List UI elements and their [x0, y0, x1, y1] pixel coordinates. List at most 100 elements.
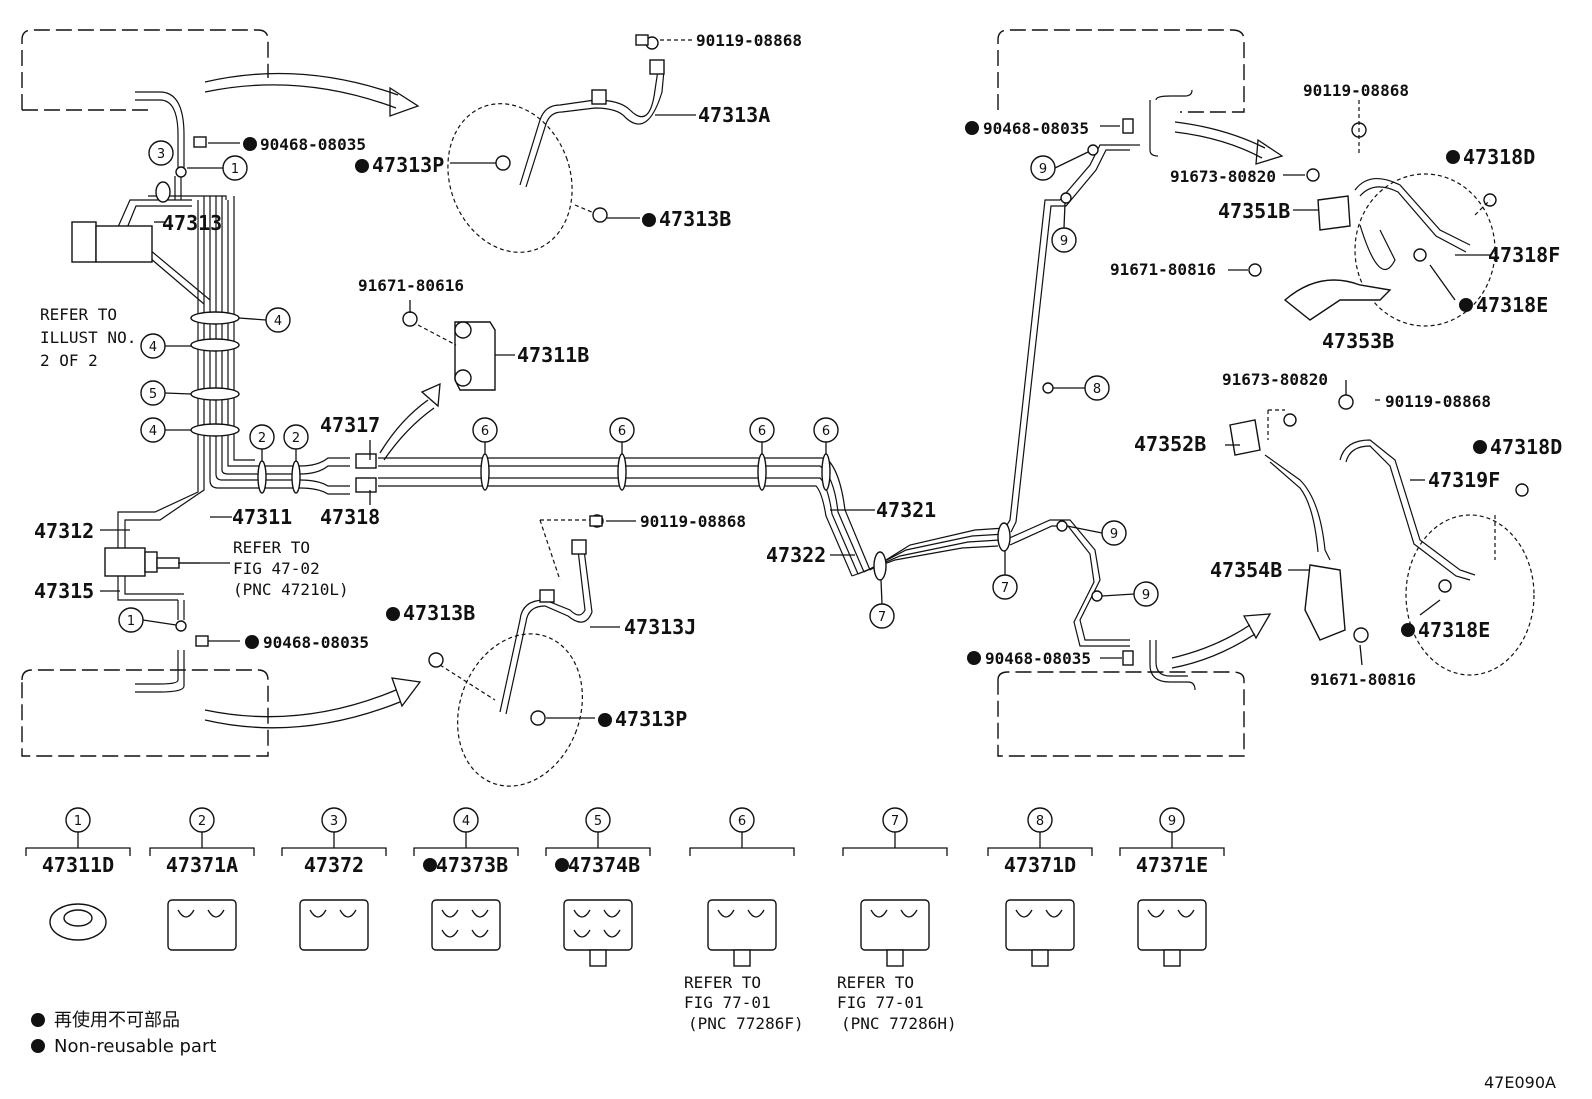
label-47353B: 47353B [1322, 329, 1394, 353]
clamp-number: 2 [198, 814, 206, 829]
svg-text:9: 9 [1060, 234, 1068, 249]
label-47318F: 47318F [1488, 243, 1560, 267]
non-reusable-dot-icon [31, 1039, 45, 1053]
clamp-bracket [689, 847, 795, 856]
label-90119-br: 90119-08868 [1385, 392, 1491, 411]
refer-illust-line2: ILLUST NO. [40, 328, 136, 347]
clamp-parts-row: 147311D247371A347372447373B547374B6REFER… [25, 807, 1225, 1033]
label-90119-mid: 90119-08868 [640, 512, 746, 531]
clamp-number: 3 [330, 814, 338, 829]
legend-line2: Non-reusable part [54, 1036, 216, 1057]
callout-2-a: 2 [249, 424, 275, 450]
callout-9-d: 9 [1133, 581, 1159, 607]
label-47317: 47317 [320, 413, 380, 437]
front-tube-bundle [71, 91, 255, 693]
callout-6-c: 6 [749, 417, 775, 443]
clamp-bracket [1119, 847, 1225, 856]
refer-fig-line2: FIG 47-02 [233, 559, 320, 578]
label-91673-tr: 91673-80820 [1170, 167, 1276, 186]
label-47313: 47313 [162, 211, 222, 235]
callout-1-bot: 1 [118, 607, 144, 633]
clamp-part-number: 47372 [304, 853, 364, 877]
non-reusable-dot-icon [555, 858, 569, 872]
non-reusable-dot-icon [642, 213, 656, 227]
label-47318: 47318 [320, 505, 380, 529]
callout-6-d: 6 [813, 417, 839, 443]
callout-4-c: 4 [140, 417, 166, 443]
clamp-illustration [431, 899, 501, 951]
callout-9-c: 9 [1101, 520, 1127, 546]
non-reusable-dot-icon [355, 159, 369, 173]
clamp-item-8: 8 47371D [987, 807, 1093, 967]
clamp-number: 8 [1036, 814, 1044, 829]
label-47315: 47315 [34, 579, 94, 603]
clamp-illustration [167, 899, 237, 951]
callout-6-b: 6 [609, 417, 635, 443]
clamp-number: 7 [891, 814, 899, 829]
connector-symbols [193, 34, 1134, 666]
label-91671-80616: 91671-80616 [358, 276, 464, 295]
callout-4-a: 4 [265, 307, 291, 333]
refer-fig-line1: REFER TO [233, 538, 310, 557]
main-tubes [255, 89, 1196, 691]
non-reusable-dot-icon [423, 858, 437, 872]
legend: 再使用不可部品 Non-reusable part [31, 1010, 216, 1057]
svg-text:6: 6 [822, 424, 830, 439]
label-47318D-bot: 47318D [1490, 435, 1562, 459]
svg-text:7: 7 [1001, 581, 1009, 596]
svg-text:3: 3 [157, 147, 165, 162]
clamp-part-number: 47371D [1004, 853, 1076, 877]
non-reusable-dot-icon [965, 121, 979, 135]
clamp-number: 1 [74, 814, 82, 829]
label-47354B: 47354B [1210, 558, 1282, 582]
label-47313B-bot: 47313B [403, 601, 475, 625]
callout-9-b: 9 [1051, 227, 1077, 253]
clamp-part-number: 47373B [436, 853, 508, 877]
svg-text:4: 4 [149, 424, 157, 439]
clamp-ref-line2: FIG 77-01 [684, 993, 771, 1012]
clamp-number: 4 [462, 814, 470, 829]
label-90468-bl: 90468-08035 [263, 633, 369, 652]
label-91671-tr: 91671-80816 [1110, 260, 1216, 279]
clamp-bracket [842, 847, 948, 856]
non-reusable-dot-icon [598, 713, 612, 727]
svg-text:1: 1 [231, 162, 239, 177]
label-47313B-top: 47313B [659, 207, 731, 231]
label-47319F: 47319F [1428, 468, 1500, 492]
callout-circles: 3 1 4 4 5 4 2 2 1 6 6 6 6 7 7 8 9 9 9 [118, 140, 1159, 633]
figure-code: 47E090A [1484, 1073, 1556, 1092]
label-47313J: 47313J [624, 615, 696, 639]
clamp-part-number: 47374B [568, 853, 640, 877]
svg-text:4: 4 [274, 314, 282, 329]
label-47352B: 47352B [1134, 432, 1206, 456]
callout-2-b: 2 [283, 424, 309, 450]
clamp-item-4: 4 47373B [413, 807, 519, 951]
label-47313P-top: 47313P [372, 153, 444, 177]
hose-details [402, 36, 1529, 726]
callout-1-top: 1 [222, 155, 248, 181]
clamp-part-number: 47371E [1136, 853, 1208, 877]
clamp-item-3: 3 47372 [281, 807, 387, 951]
clamp-bracket [281, 847, 387, 856]
non-reusable-dot-icon [243, 137, 257, 151]
clamp-number: 6 [738, 814, 746, 829]
part-labels: 47313A 90119-08868 47313P 47313B 90468-0… [34, 31, 1562, 731]
svg-text:5: 5 [149, 387, 157, 402]
clamp-ref-line3: (PNC 77286F) [688, 1014, 804, 1033]
svg-text:1: 1 [127, 614, 135, 629]
callout-7-a: 7 [869, 603, 895, 629]
non-reusable-dot-icon [1473, 440, 1487, 454]
clamp-ref-line2: FIG 77-01 [837, 993, 924, 1012]
label-47318E-bot: 47318E [1418, 618, 1490, 642]
clamp-bracket [545, 847, 651, 856]
clamp-bracket [149, 847, 255, 856]
clamp-illustration [1005, 899, 1075, 967]
clamp-part-number: 47371A [166, 853, 238, 877]
label-47318E-top: 47318E [1476, 293, 1548, 317]
label-90119-tr: 90119-08868 [1303, 81, 1409, 100]
svg-text:2: 2 [292, 431, 300, 446]
